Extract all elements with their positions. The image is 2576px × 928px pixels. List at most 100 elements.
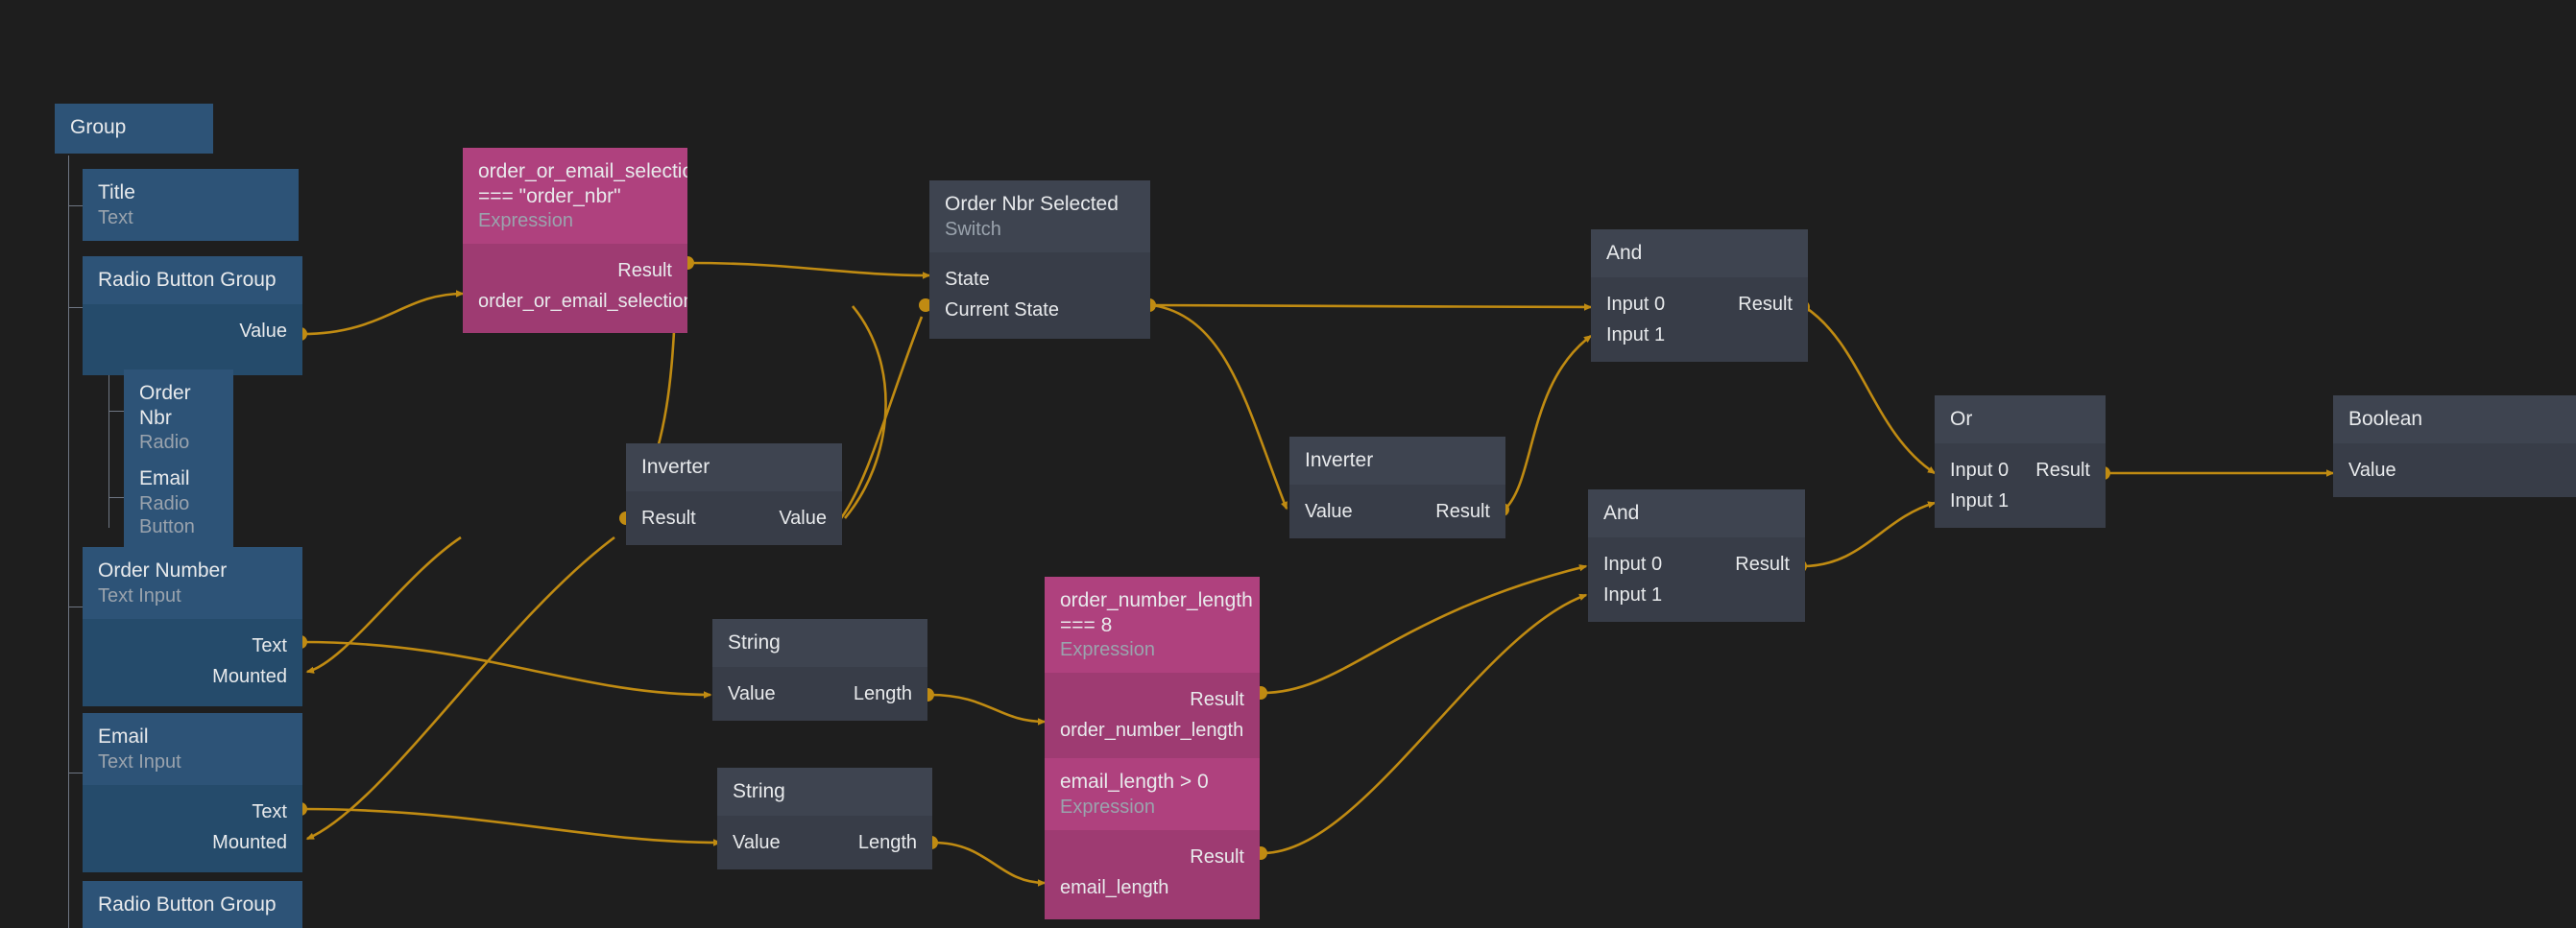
node-and-bottom[interactable]: And Input 0 Result Input 1 [1588, 489, 1805, 622]
node-title: String [728, 631, 912, 655]
node-expression-order-or-email-selection[interactable]: order_or_email_selection === "order_nbr"… [463, 148, 687, 333]
output-port-result[interactable]: Result [2035, 455, 2090, 486]
output-port-result[interactable]: Result [1738, 289, 1793, 320]
port-row[interactable]: Input 1 [1935, 486, 2106, 516]
port-row[interactable]: Text [83, 797, 302, 827]
node-expression-email-length[interactable]: email_length > 0 Expression Result email… [1045, 758, 1260, 919]
node-boolean[interactable]: Boolean Value [2333, 395, 2576, 497]
node-radio-button-group-2[interactable]: Radio Button Group [83, 881, 302, 928]
node-subtitle: Expression [1060, 638, 1244, 661]
port-result[interactable]: Result [641, 503, 696, 534]
node-subtitle: Radio Button [139, 492, 218, 538]
node-body: Input 0 Result Input 1 [1935, 443, 2106, 528]
port-row[interactable]: Value [83, 316, 302, 346]
output-port-text[interactable]: Text [252, 797, 287, 827]
node-header: Email Text Input [83, 713, 302, 785]
node-title: Email [139, 466, 218, 491]
port-row[interactable]: Input 0 Result [1935, 455, 2106, 486]
output-port-result[interactable]: Result [1735, 549, 1790, 580]
port-row[interactable]: Text [83, 631, 302, 661]
node-subtitle: Expression [1060, 796, 1244, 819]
port-row[interactable]: Current State [929, 295, 1150, 325]
node-body: Result order_number_length [1045, 673, 1260, 762]
node-body: Value Result [1289, 485, 1505, 538]
node-inverter-left[interactable]: Inverter Result Value [626, 443, 842, 545]
output-port-result[interactable]: Result [1190, 842, 1244, 872]
input-port-1[interactable]: Input 1 [1606, 320, 1665, 350]
output-port-text[interactable]: Text [252, 631, 287, 661]
node-switch-order-nbr-selected[interactable]: Order Nbr Selected Switch State Current … [929, 180, 1150, 339]
node-string-email[interactable]: String Value Length [717, 768, 932, 869]
port-row[interactable]: order_or_email_selection [463, 286, 687, 317]
port-current-state[interactable]: Current State [945, 295, 1059, 325]
node-order-number-text-input[interactable]: Order Number Text Input Text Mounted [83, 547, 302, 706]
node-group[interactable]: Group [55, 104, 213, 154]
node-inverter-right[interactable]: Inverter Value Result [1289, 437, 1505, 538]
node-radio-button-group-1[interactable]: Radio Button Group Value [83, 256, 302, 375]
port-row[interactable]: Value Result [1289, 496, 1505, 527]
port-value[interactable]: Value [779, 503, 827, 534]
port-row[interactable]: Input 0 Result [1591, 289, 1808, 320]
port-row[interactable]: order_number_length [1045, 715, 1260, 746]
input-port-1[interactable]: Input 1 [1950, 486, 2009, 516]
node-title-text[interactable]: Title Text [83, 169, 299, 241]
node-email-text-input[interactable]: Email Text Input Text Mounted [83, 713, 302, 872]
port-row[interactable]: Result [463, 255, 687, 286]
input-port-mounted[interactable]: Mounted [212, 661, 287, 692]
node-header: order_or_email_selection === "order_nbr"… [463, 148, 687, 244]
node-title: Email [98, 725, 287, 750]
input-port-value[interactable]: Value [2348, 455, 2396, 486]
port-row[interactable]: Input 0 Result [1588, 549, 1805, 580]
port-row[interactable]: Value Length [717, 827, 932, 858]
input-port-0[interactable]: Input 0 [1606, 289, 1665, 320]
output-port-result[interactable]: Result [1435, 496, 1490, 527]
output-port-length[interactable]: Length [854, 678, 912, 709]
port-row[interactable]: Value [2333, 455, 2576, 486]
output-port-length[interactable]: Length [858, 827, 917, 858]
node-header: And [1591, 229, 1808, 277]
node-and-top[interactable]: And Input 0 Result Input 1 [1591, 229, 1808, 362]
input-port-value[interactable]: Value [1305, 496, 1353, 527]
input-port-order-or-email-selection[interactable]: order_or_email_selection [478, 286, 687, 317]
port-row[interactable]: Input 1 [1588, 580, 1805, 610]
node-email-radio-button[interactable]: Email Radio Button [124, 455, 233, 550]
node-title: email_length > 0 [1060, 770, 1244, 795]
port-row[interactable]: Mounted [83, 661, 302, 692]
node-or[interactable]: Or Input 0 Result Input 1 [1935, 395, 2106, 528]
input-port-value[interactable]: Value [733, 827, 781, 858]
port-row[interactable]: Value Length [712, 678, 927, 709]
output-port-value[interactable]: Value [239, 316, 287, 346]
output-port-result[interactable]: Result [617, 255, 672, 286]
input-port-email-length[interactable]: email_length [1060, 872, 1168, 903]
input-port-state[interactable]: State [945, 264, 990, 295]
output-port-result[interactable]: Result [1190, 684, 1244, 715]
node-subtitle: Text Input [98, 584, 287, 607]
port-row[interactable]: Result [1045, 842, 1260, 872]
node-header: Title Text [83, 169, 299, 241]
input-port-0[interactable]: Input 0 [1603, 549, 1662, 580]
tree-connector-horizontal [68, 205, 84, 206]
node-string-order-number[interactable]: String Value Length [712, 619, 927, 721]
node-header: Boolean [2333, 395, 2576, 443]
node-title: Radio Button Group [98, 268, 287, 293]
input-port-order-number-length[interactable]: order_number_length [1060, 715, 1243, 746]
input-port-mounted[interactable]: Mounted [212, 827, 287, 858]
tree-connector-horizontal [108, 411, 124, 412]
node-expression-order-number-length[interactable]: order_number_length === 8 Expression Res… [1045, 577, 1260, 762]
node-body: Result order_or_email_selection [463, 244, 687, 333]
node-body: State Current State [929, 252, 1150, 339]
input-port-1[interactable]: Input 1 [1603, 580, 1662, 610]
port-row[interactable]: Result [1045, 684, 1260, 715]
port-row[interactable]: Input 1 [1591, 320, 1808, 350]
port-row[interactable]: State [929, 264, 1150, 295]
node-body: Value [2333, 443, 2576, 497]
port-row[interactable]: email_length [1045, 872, 1260, 903]
node-body: Input 0 Result Input 1 [1591, 277, 1808, 362]
port-row[interactable]: Result Value [626, 503, 842, 534]
input-port-0[interactable]: Input 0 [1950, 455, 2009, 486]
node-title: And [1603, 501, 1790, 526]
input-port-value[interactable]: Value [728, 678, 776, 709]
node-header: Radio Button Group [83, 881, 302, 928]
port-row[interactable]: Mounted [83, 827, 302, 858]
